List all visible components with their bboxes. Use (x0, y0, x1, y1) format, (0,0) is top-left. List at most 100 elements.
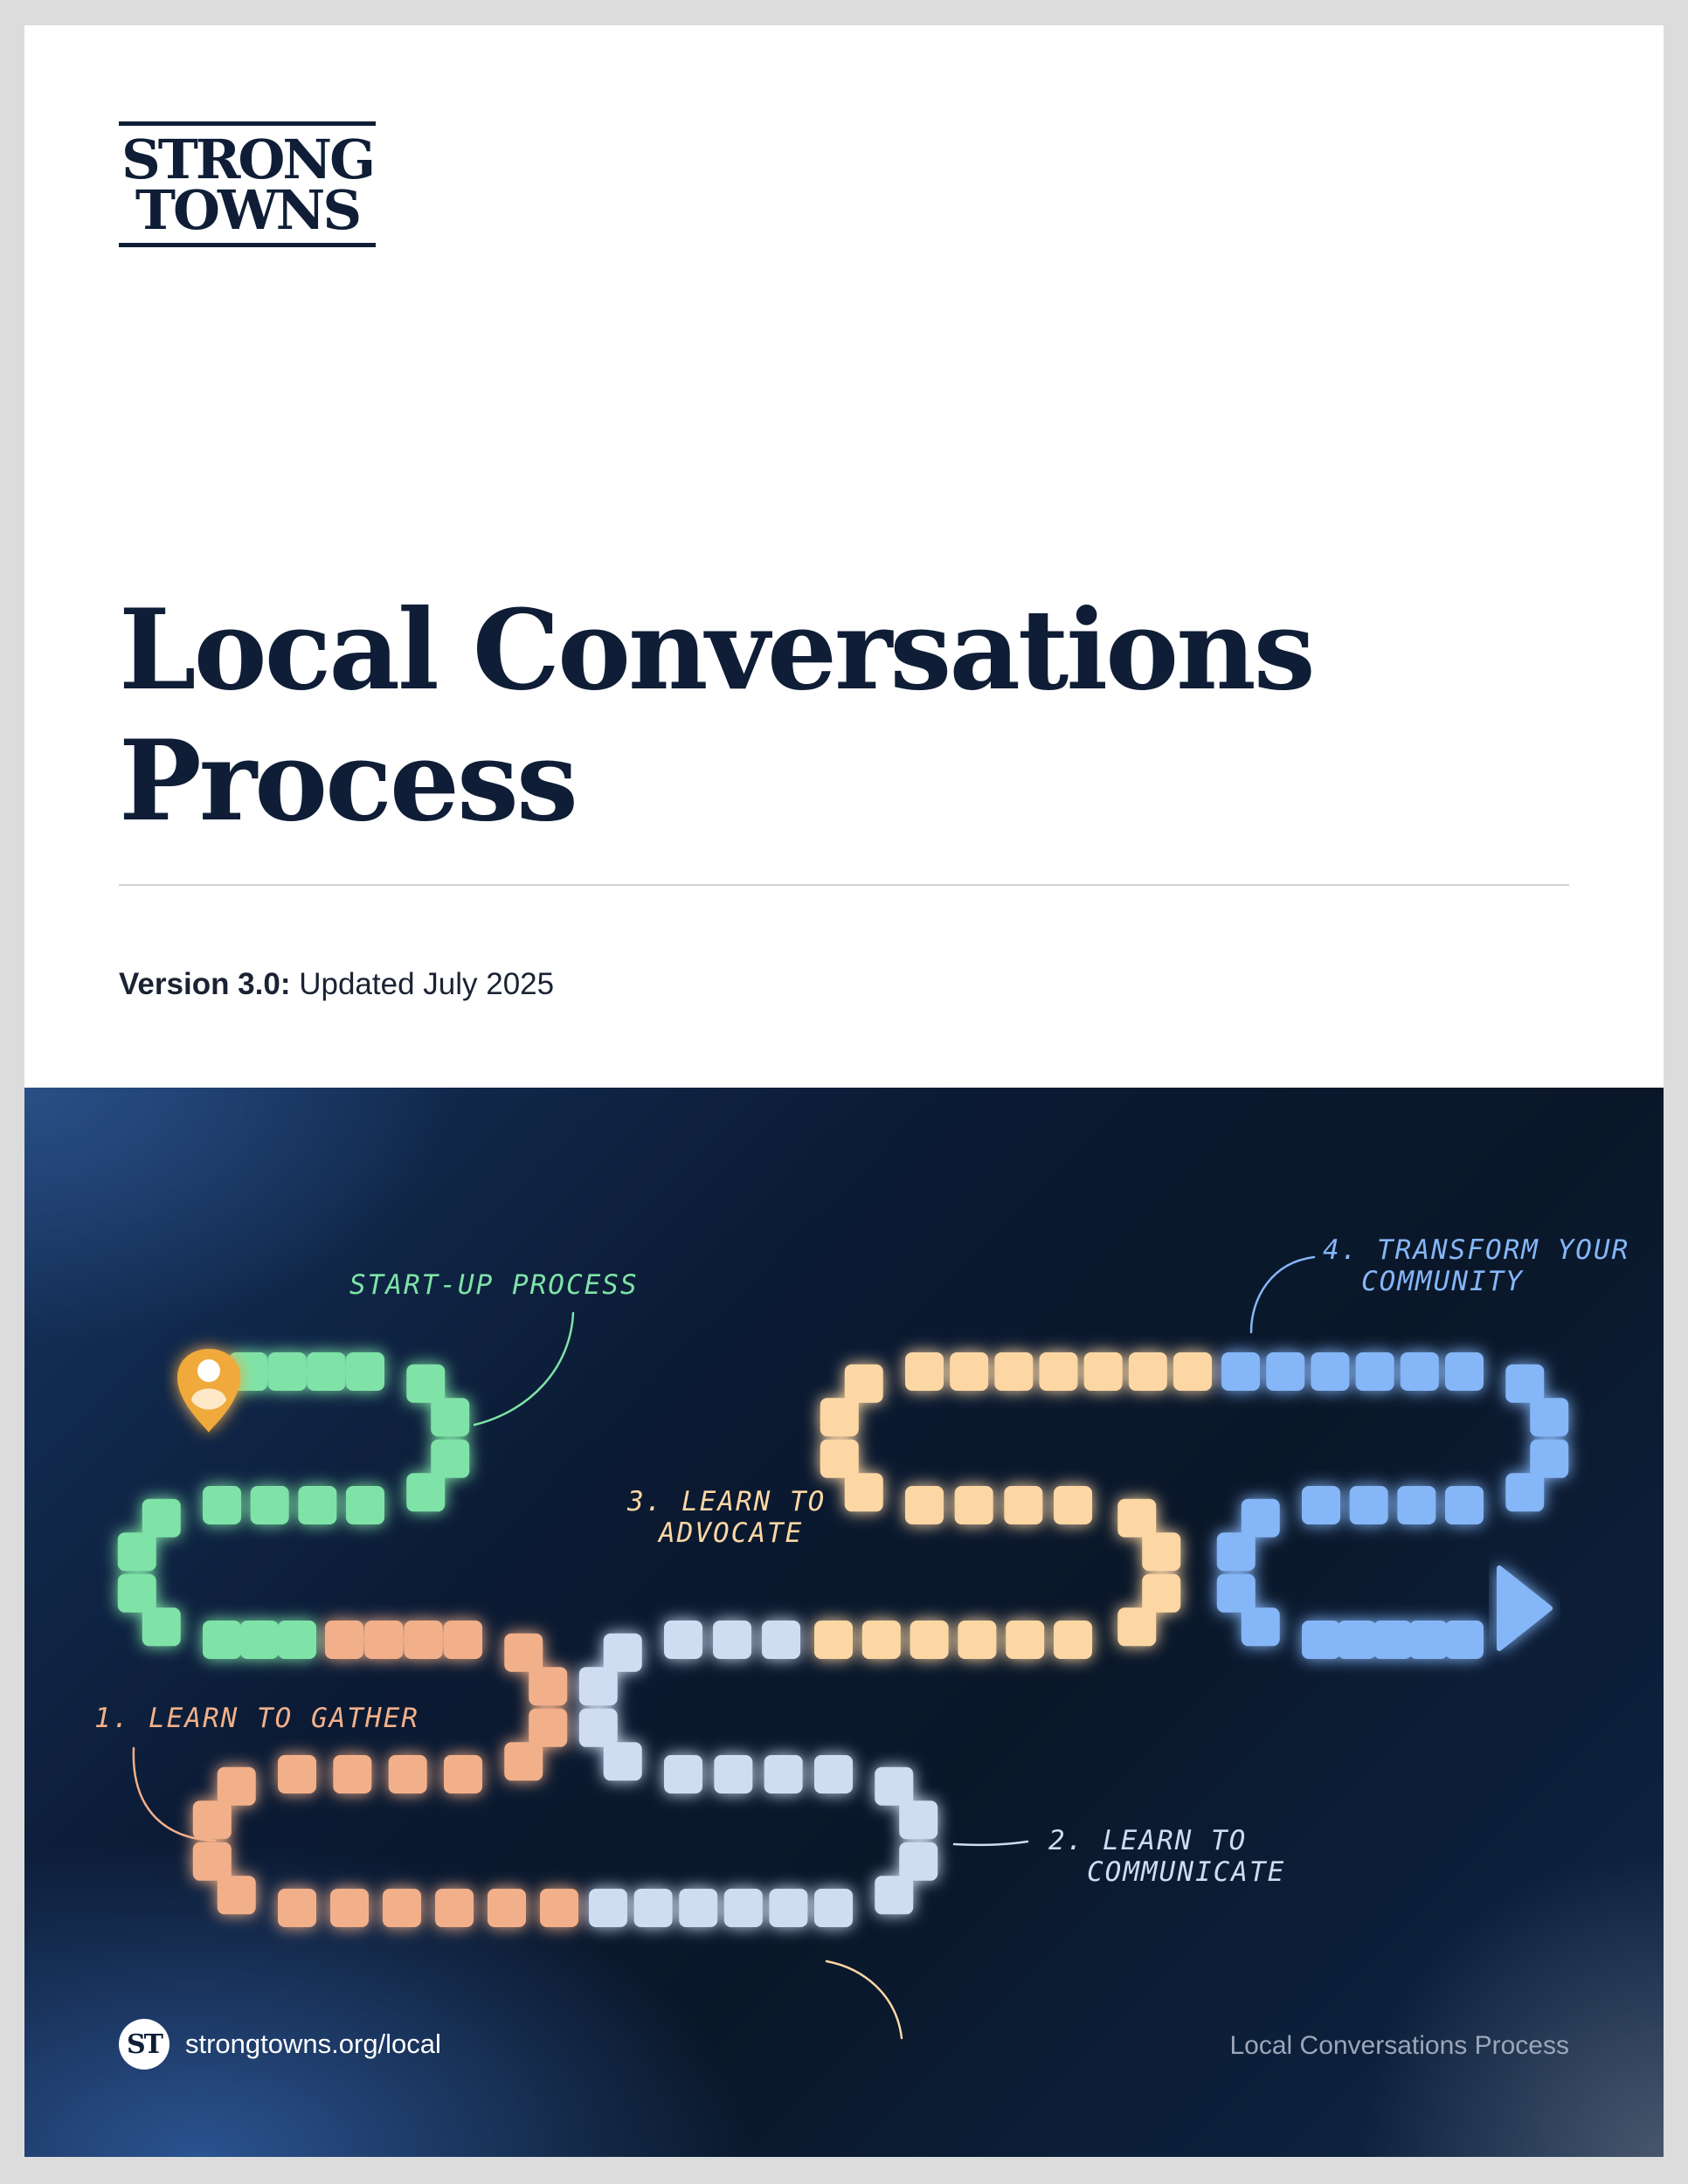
path-tile-29 (333, 1755, 372, 1794)
arrow-right-icon (1497, 1565, 1553, 1651)
path-tile-97 (1445, 1486, 1484, 1524)
path-tile-20 (364, 1621, 404, 1659)
path-tile-49 (899, 1842, 938, 1881)
page: STRONG TOWNS Local Conversations Process… (24, 25, 1664, 2157)
path-tile-108 (1409, 1621, 1448, 1659)
path-tile-96 (1505, 1473, 1545, 1512)
path-tile-38 (435, 1889, 474, 1927)
path-tile-88 (1266, 1352, 1305, 1391)
path-tile-65 (958, 1621, 997, 1659)
path-tile-104 (1241, 1607, 1280, 1647)
path-tile-4 (406, 1364, 446, 1403)
path-tile-91 (1400, 1352, 1439, 1391)
path-tile-92 (1445, 1352, 1484, 1391)
footer-doc-title: Local Conversations Process (1229, 2031, 1569, 2060)
step-label-3-line-1: ADVOCATE (657, 1517, 803, 1549)
path-tile-40 (540, 1889, 578, 1927)
path-tile-15 (142, 1607, 181, 1647)
path-tile-10 (250, 1486, 289, 1524)
step-label-3-line-0: 3. LEARN TO (626, 1486, 826, 1517)
path-tile-57 (578, 1708, 618, 1747)
title-line-1: Local Conversations (119, 585, 1316, 715)
callout-start-up (473, 1311, 575, 1427)
path-tile-51 (814, 1755, 853, 1794)
path-tile-44 (723, 1889, 763, 1927)
path-tile-99 (1349, 1486, 1388, 1524)
step-label-2-line-1: COMMUNICATE (1087, 1856, 1285, 1888)
page-title: Local Conversations Process (119, 584, 1482, 847)
callout-transform (1249, 1255, 1316, 1334)
path-tile-95 (1530, 1439, 1569, 1478)
path-tile-80 (905, 1352, 944, 1391)
path-tile-82 (994, 1352, 1034, 1391)
path-tile-101 (1241, 1498, 1280, 1538)
path-tile-9 (298, 1486, 337, 1524)
path-tile-50 (875, 1876, 914, 1915)
step-label-4-line-1: COMMUNITY (1361, 1266, 1524, 1297)
logo-line-1: STRONG (121, 128, 376, 191)
path-tile-35 (278, 1889, 316, 1927)
path-tile-28 (388, 1755, 427, 1794)
journey-path-tiles (117, 1352, 1569, 1927)
callout-advocate (825, 1959, 903, 2040)
path-tile-105 (1302, 1621, 1340, 1659)
path-tile-89 (1311, 1352, 1350, 1391)
path-tile-55 (603, 1633, 642, 1672)
path-tile-76 (844, 1364, 883, 1403)
path-tile-83 (1039, 1352, 1078, 1391)
path-tile-74 (954, 1486, 993, 1524)
version-label: Version 3.0: (119, 967, 291, 1001)
path-tile-56 (578, 1667, 618, 1706)
path-tile-100 (1302, 1486, 1340, 1524)
path-tile-6 (431, 1439, 470, 1478)
path-tile-24 (529, 1667, 568, 1706)
path-tile-47 (875, 1766, 914, 1806)
path-tile-25 (529, 1708, 568, 1747)
path-tile-84 (1083, 1352, 1123, 1391)
logo-line-2: TOWNS (135, 178, 362, 242)
path-tile-77 (820, 1398, 859, 1437)
path-tile-22 (444, 1621, 482, 1659)
step-label-1-line-0: 1. LEARN TO GATHER (94, 1703, 419, 1734)
path-tile-5 (431, 1398, 470, 1437)
callout-gather (132, 1746, 217, 1842)
path-tile-37 (383, 1889, 421, 1927)
path-tile-72 (1054, 1486, 1092, 1524)
path-tile-26 (504, 1742, 543, 1781)
path-tile-98 (1397, 1486, 1436, 1524)
path-tile-36 (330, 1889, 369, 1927)
path-tile-52 (764, 1755, 803, 1794)
path-tile-11 (203, 1486, 241, 1524)
journey-callouts (132, 1255, 1316, 2040)
title-line-2: Process (119, 716, 578, 846)
path-tile-73 (1004, 1486, 1043, 1524)
path-tile-62 (814, 1621, 853, 1659)
path-tile-34 (217, 1876, 256, 1915)
path-tile-46 (814, 1889, 853, 1927)
path-tile-75 (905, 1486, 944, 1524)
step-label-1: 1. LEARN TO GATHER (94, 1703, 419, 1734)
path-tile-23 (504, 1633, 543, 1672)
path-tile-54 (664, 1755, 702, 1794)
path-tile-107 (1373, 1621, 1412, 1659)
path-tile-8 (346, 1486, 384, 1524)
step-label-4-line-0: 4. TRANSFORM YOUR (1323, 1234, 1629, 1266)
path-tile-63 (861, 1621, 901, 1659)
path-tile-68 (1117, 1498, 1157, 1538)
footer-link[interactable]: ST strongtowns.org/local (119, 2019, 441, 2070)
path-tile-87 (1221, 1352, 1260, 1391)
path-tile-66 (1006, 1621, 1045, 1659)
footer-url[interactable]: strongtowns.org/local (185, 2028, 441, 2059)
path-tile-109 (1445, 1621, 1484, 1659)
path-tile-94 (1530, 1398, 1569, 1437)
path-tile-60 (713, 1621, 751, 1659)
path-tile-21 (404, 1621, 443, 1659)
path-tile-17 (240, 1621, 279, 1659)
path-tile-39 (488, 1889, 526, 1927)
path-tile-18 (278, 1621, 316, 1659)
path-tile-48 (899, 1800, 938, 1840)
path-tile-3 (346, 1352, 384, 1391)
